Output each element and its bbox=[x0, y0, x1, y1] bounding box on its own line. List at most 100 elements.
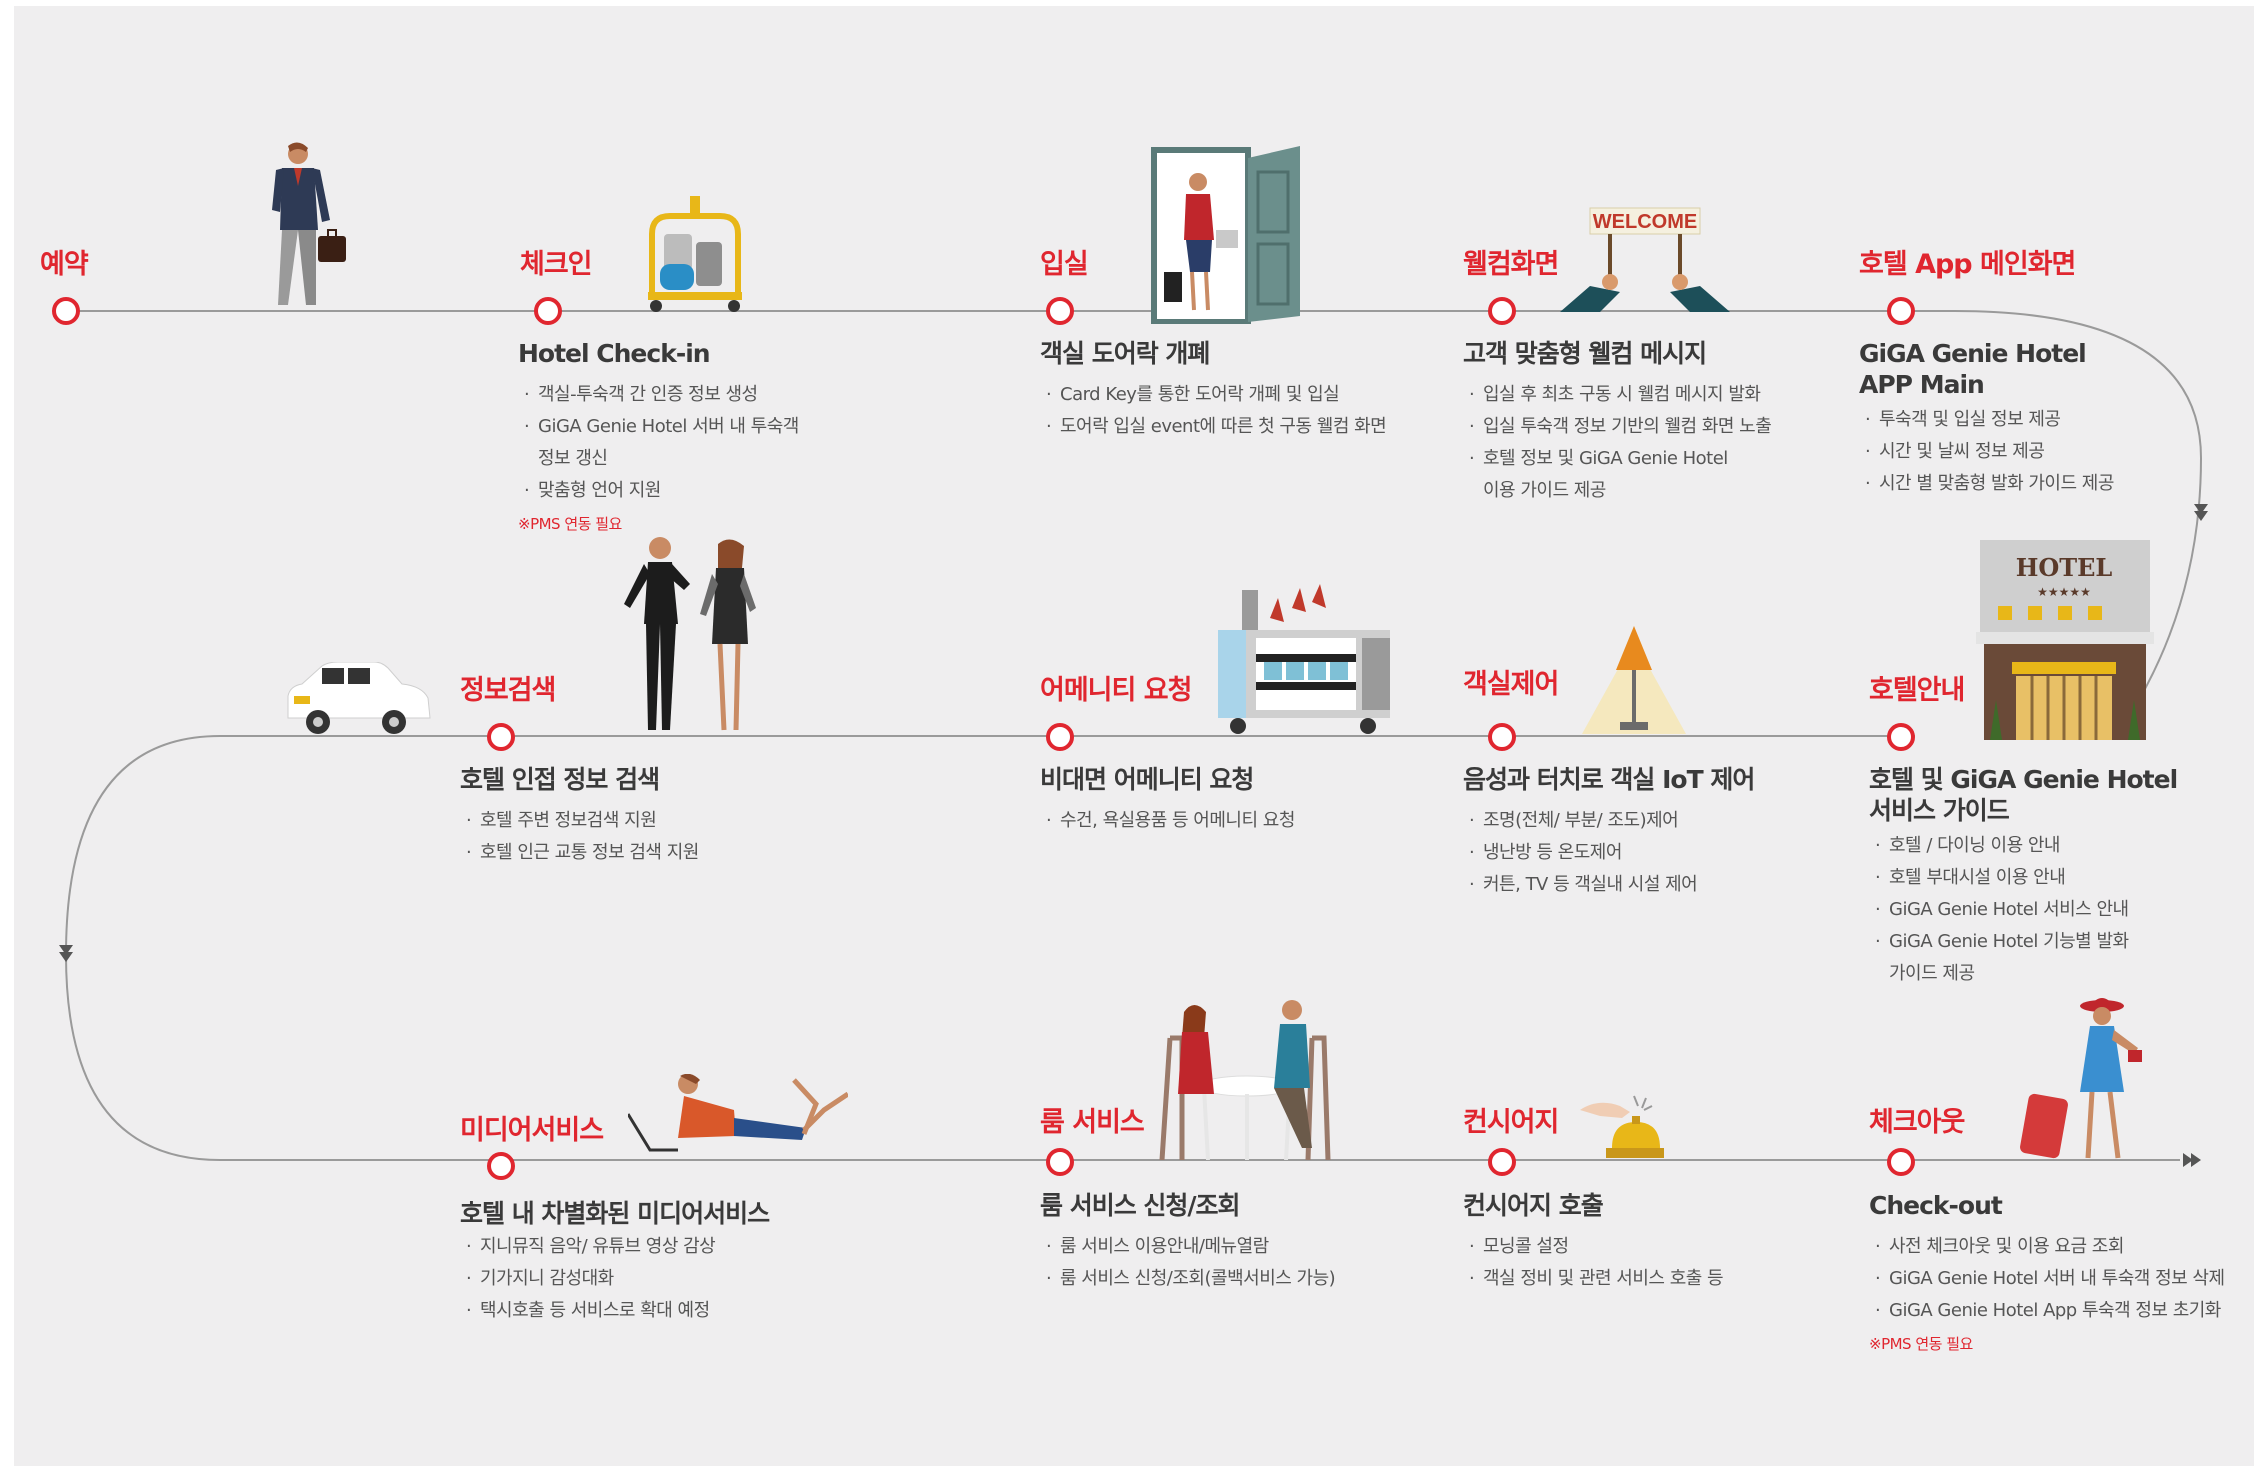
enter-description: 객실 도어락 개폐 Card Key를 통한 도어락 개폐 및 입실 도어락 입… bbox=[1040, 338, 1440, 443]
list-item: GiGA Genie Hotel 서버 내 투숙객 정보 삭제 bbox=[1869, 1263, 2249, 1295]
welcome-sign-illustration: WELCOME bbox=[1560, 207, 1730, 312]
step-dot bbox=[1887, 1148, 1915, 1176]
step-label: 체크아웃 bbox=[1869, 1107, 1965, 1138]
list-item-continued: 이용 가이드 제공 bbox=[1483, 480, 1606, 501]
businessman-illustration bbox=[272, 142, 346, 305]
amenity-cart-illustration bbox=[1218, 584, 1390, 734]
step-label: 객실제어 bbox=[1463, 669, 1559, 700]
media-description: 호텔 내 차별화된 미디어서비스 지니뮤직 음악/ 유튜브 영상 감상 기가지니… bbox=[460, 1198, 860, 1327]
block-title: Check-out bbox=[1869, 1191, 2003, 1220]
checkout-description: Check-out 사전 체크아웃 및 이용 요금 조회 GiGA Genie … bbox=[1869, 1190, 2249, 1354]
list-item: 투숙객 및 입실 정보 제공 bbox=[1859, 404, 2189, 436]
step-label: 체크인 bbox=[520, 249, 593, 280]
list-item: 수건, 욕실용품 등 어메니티 요청 bbox=[1040, 805, 1420, 837]
list-item: 택시호출 등 서비스로 확대 예정 bbox=[460, 1295, 860, 1327]
list-item: 호텔 / 다이닝 이용 안내 bbox=[1869, 830, 2219, 862]
list-item: 조명(전체/ 부분/ 조도)제어 bbox=[1463, 805, 1843, 837]
step-dot bbox=[1488, 1148, 1516, 1176]
luggage-cart-illustration bbox=[648, 196, 742, 312]
list-item: 지니뮤직 음악/ 유튜브 영상 감상 bbox=[460, 1231, 860, 1263]
list-item: 시간 별 맞춤형 발화 가이드 제공 bbox=[1859, 468, 2189, 500]
step-label: 어메니티 요청 bbox=[1040, 675, 1192, 706]
list-item: 시간 및 날씨 정보 제공 bbox=[1859, 436, 2189, 468]
step-label: 정보검색 bbox=[460, 675, 556, 706]
block-title: 비대면 어메니티 요청 bbox=[1040, 765, 1254, 794]
list-item: 맞춤형 언어 지원 bbox=[518, 475, 848, 507]
info-description: 호텔 인접 정보 검색 호텔 주변 정보검색 지원 호텔 인근 교통 정보 검색… bbox=[460, 764, 840, 869]
list-item: 냉난방 등 온도제어 bbox=[1463, 837, 1843, 869]
block-title: Hotel Check-in bbox=[518, 339, 711, 368]
block-title: 호텔 내 차별화된 미디어서비스 bbox=[460, 1199, 770, 1228]
welcome-sign-text: WELCOME bbox=[1593, 211, 1697, 233]
concierge-bell-illustration bbox=[1580, 1095, 1664, 1158]
step-dot bbox=[1887, 297, 1915, 325]
list-item: 호텔 부대시설 이용 안내 bbox=[1869, 862, 2219, 894]
step-dot bbox=[1887, 723, 1915, 751]
step-dot bbox=[1046, 723, 1074, 751]
step-label: 입실 bbox=[1040, 249, 1089, 280]
list-item: 호텔 인근 교통 정보 검색 지원 bbox=[460, 837, 840, 869]
title-line: 서비스 가이드 bbox=[1869, 796, 2010, 825]
block-title: 고객 맞춤형 웰컴 메시지 bbox=[1463, 339, 1707, 368]
title-line: APP Main bbox=[1859, 370, 1985, 399]
left-turn bbox=[64, 735, 221, 1161]
step-dot bbox=[1488, 297, 1516, 325]
hotel-building-illustration: HOTEL ★★★★★ bbox=[1976, 540, 2154, 740]
list-item: 객실-투숙객 간 인증 정보 생성 bbox=[518, 379, 848, 411]
lamp-illustration bbox=[1582, 626, 1686, 734]
list-item: 커튼, TV 등 객실내 시설 제어 bbox=[1463, 869, 1843, 901]
block-title: 음성과 터치로 객실 IoT 제어 bbox=[1463, 765, 1755, 794]
step-label: 예약 bbox=[40, 249, 89, 280]
title-line: GiGA Genie Hotel bbox=[1859, 339, 2087, 368]
step-dot bbox=[52, 297, 80, 325]
room-description: 음성과 터치로 객실 IoT 제어 조명(전체/ 부분/ 조도)제어 냉난방 등… bbox=[1463, 764, 1843, 901]
step-dot bbox=[1046, 297, 1074, 325]
list-item: GiGA Genie Hotel 서비스 안내 bbox=[1869, 894, 2219, 926]
list-item: 룸 서비스 신청/조회(콜백서비스 가능) bbox=[1040, 1263, 1440, 1295]
step-dot bbox=[487, 723, 515, 751]
block-title: 객실 도어락 개폐 bbox=[1040, 339, 1210, 368]
amenity-description: 비대면 어메니티 요청 수건, 욕실용품 등 어메니티 요청 bbox=[1040, 764, 1420, 837]
pms-note: ※PMS 연동 필요 bbox=[1869, 1335, 1973, 1353]
step-dot bbox=[534, 297, 562, 325]
checkout-woman-illustration bbox=[2020, 998, 2142, 1159]
step-label: 호텔안내 bbox=[1869, 675, 1965, 706]
step-dot bbox=[487, 1152, 515, 1180]
list-item-continued: 가이드 제공 bbox=[1889, 963, 1975, 984]
people-talking-illustration bbox=[624, 537, 756, 731]
list-item: 사전 체크아웃 및 이용 요금 조회 bbox=[1869, 1231, 2249, 1263]
step-label: 컨시어지 bbox=[1463, 1107, 1559, 1138]
down-arrow-icon bbox=[59, 945, 73, 962]
pms-note: ※PMS 연동 필요 bbox=[518, 515, 622, 533]
end-arrow-icon bbox=[2183, 1153, 2201, 1167]
list-item: 룸 서비스 이용안내/메뉴열람 bbox=[1040, 1231, 1440, 1263]
step-dot bbox=[1488, 723, 1516, 751]
list-item: GiGA Genie Hotel App 투숙객 정보 초기화 bbox=[1869, 1295, 2249, 1327]
list-item: 기가지니 감성대화 bbox=[460, 1263, 860, 1295]
step-label: 웰컴화면 bbox=[1463, 249, 1559, 280]
list-item-continued: 정보 갱신 bbox=[538, 448, 608, 469]
block-title: 호텔 인접 정보 검색 bbox=[460, 765, 660, 794]
lying-person-laptop-illustration bbox=[628, 1074, 848, 1152]
list-item: 모닝콜 설정 bbox=[1463, 1231, 1843, 1263]
dining-couple-illustration bbox=[1159, 1000, 1331, 1160]
list-item: 객실 정비 및 관련 서비스 호출 등 bbox=[1463, 1263, 1843, 1295]
list-item: Card Key를 통한 도어락 개폐 및 입실 bbox=[1040, 379, 1440, 411]
step-label: 호텔 App 메인화면 bbox=[1859, 249, 2076, 280]
list-item: 호텔 정보 및 GiGA Genie Hotel bbox=[1463, 443, 1843, 475]
step-dot bbox=[1046, 1148, 1074, 1176]
block-title: 룸 서비스 신청/조회 bbox=[1040, 1191, 1241, 1220]
concierge-description: 컨시어지 호출 모닝콜 설정 객실 정비 및 관련 서비스 호출 등 bbox=[1463, 1190, 1843, 1295]
step-label: 미디어서비스 bbox=[460, 1115, 604, 1146]
list-item: GiGA Genie Hotel 기능별 발화 bbox=[1869, 926, 2219, 958]
list-item: 도어락 입실 event에 따른 첫 구동 웰컴 화면 bbox=[1040, 411, 1440, 443]
checkin-description: Hotel Check-in 객실-투숙객 간 인증 정보 생성 GiGA Ge… bbox=[518, 338, 848, 534]
list-item: 입실 후 최초 구동 시 웰컴 메시지 발화 bbox=[1463, 379, 1843, 411]
list-item: GiGA Genie Hotel 서버 내 투숙객 bbox=[518, 411, 848, 443]
title-line: 호텔 및 GiGA Genie Hotel bbox=[1869, 765, 2178, 794]
right-turn bbox=[1905, 310, 2203, 716]
hotel-sign: HOTEL bbox=[2016, 553, 2113, 582]
